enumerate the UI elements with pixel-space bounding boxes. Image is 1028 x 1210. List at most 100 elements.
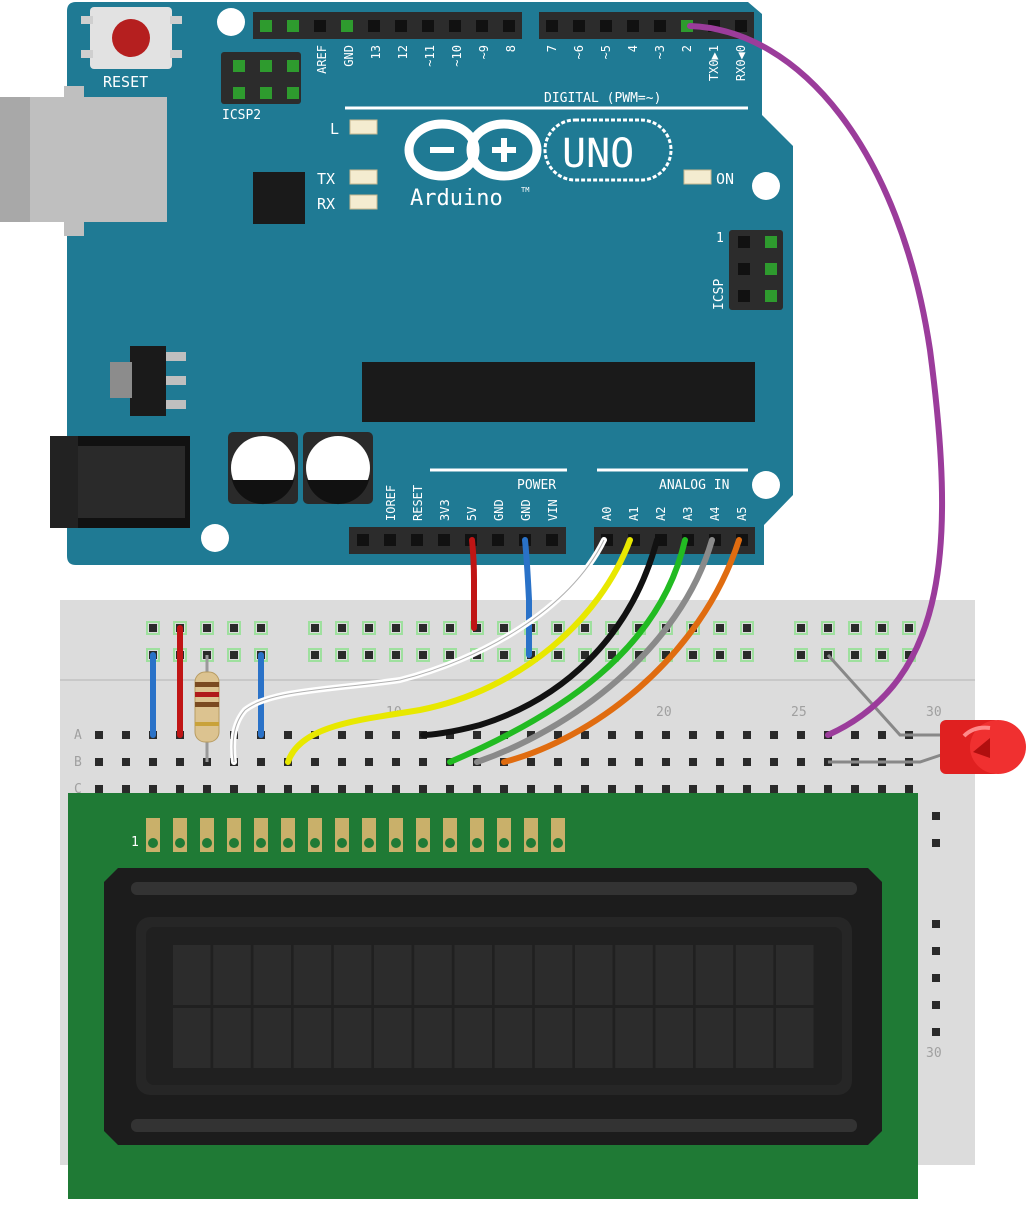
breadboard-hole [878, 785, 886, 793]
icsp-label: ICSP [712, 279, 727, 310]
wire-a3 [447, 537, 688, 765]
breadboard-hole [473, 731, 481, 739]
breadboard-hole [338, 624, 346, 632]
led-rx-indicator-icon [349, 194, 378, 210]
analog-pin-label: A2 [654, 507, 668, 521]
header-pin [422, 20, 434, 32]
breadboard-hole [419, 785, 427, 793]
usb-connector-icon [0, 86, 167, 236]
breadboard-hole [392, 785, 400, 793]
header-pin [573, 20, 585, 32]
breadboard-row-label-c: C [74, 782, 82, 797]
breadboard-hole-highlight [713, 621, 727, 635]
breadboard-hole [419, 758, 427, 766]
analog-pin-label: A4 [708, 507, 722, 521]
breadboard-hole [797, 624, 805, 632]
breadboard-hole-highlight [200, 621, 214, 635]
breadboard-hole [581, 758, 589, 766]
breadboard-hole [230, 624, 238, 632]
lcd-character-cell [494, 945, 533, 1005]
mount-hole-icon [217, 8, 245, 36]
header-pin [735, 20, 747, 32]
icsp2-label: ICSP2 [222, 108, 261, 123]
lcd-character-cell [695, 1008, 734, 1068]
icsp-pin1-label: 1 [716, 231, 724, 246]
board-trademark: TM [521, 186, 529, 194]
led-tx-label: TX [317, 170, 335, 188]
lcd-pin-hole [472, 838, 482, 848]
breadboard-hole [770, 785, 778, 793]
digital-pin-label: 2 [680, 45, 694, 52]
breadboard-hole-highlight [146, 621, 160, 635]
breadboard-hole-highlight [875, 621, 889, 635]
icsp-pin [765, 263, 777, 275]
header-pin [368, 20, 380, 32]
breadboard-hole-highlight [740, 648, 754, 662]
digital-pin-label: GND [342, 45, 356, 67]
header-pin [492, 534, 504, 546]
wires [150, 23, 1026, 774]
digital-pin-label: 12 [396, 45, 410, 59]
breadboard-hole [95, 785, 103, 793]
breadboard-hole-highlight [497, 648, 511, 662]
breadboard-hole [230, 651, 238, 659]
analog-pin-label: A1 [627, 507, 641, 521]
digital-label: DIGITAL (PWM=~) [544, 91, 661, 106]
breadboard-hole [608, 731, 616, 739]
breadboard-hole [662, 758, 670, 766]
breadboard-hole [851, 731, 859, 739]
breadboard-hole [338, 651, 346, 659]
breadboard-hole [932, 1001, 940, 1009]
digital-pin-label: 4 [626, 45, 640, 52]
header-pin [600, 20, 612, 32]
analog-header [594, 527, 755, 554]
breadboard-hole [554, 624, 562, 632]
breadboard-hole-highlight [821, 648, 835, 662]
reset-button[interactable] [81, 7, 182, 69]
breadboard-hole [365, 651, 373, 659]
breadboard-hole-highlight [848, 621, 862, 635]
icsp2-header [221, 52, 301, 104]
power-label: POWER [517, 478, 556, 493]
breadboard-hole-highlight [335, 621, 349, 635]
breadboard-hole [554, 758, 562, 766]
breadboard-hole [527, 785, 535, 793]
header-pin [395, 20, 407, 32]
lcd-pin1-label: 1 [131, 835, 139, 850]
mount-hole-icon [752, 471, 780, 499]
breadboard-hole-highlight [389, 621, 403, 635]
lcd-character-cell [735, 1008, 774, 1068]
breadboard-hole [122, 785, 130, 793]
digital-pin-label: RX0◀0 [734, 45, 748, 81]
breadboard-hole [176, 758, 184, 766]
analog-label: ANALOG IN [659, 478, 729, 493]
power-pin-label: IOREF [384, 485, 398, 521]
lcd-character-cell [213, 1008, 251, 1068]
breadboard-hole [716, 731, 724, 739]
lcd-character-grid [173, 945, 814, 1068]
breadboard-hole [770, 731, 778, 739]
power-pin-label: 3V3 [438, 499, 452, 521]
icsp2-pin [287, 60, 299, 72]
lcd-pin-hole [553, 838, 563, 848]
breadboard-hole [95, 758, 103, 766]
lcd-character-cell [615, 1008, 653, 1068]
digital-pin-label: ~11 [423, 45, 437, 67]
breadboard-hole [635, 731, 643, 739]
breadboard-hole [446, 651, 454, 659]
lcd-character-cell [333, 945, 372, 1005]
breadboard-hole [851, 785, 859, 793]
breadboard-hole [878, 624, 886, 632]
breadboard-hole [365, 758, 373, 766]
breadboard-hole [446, 785, 454, 793]
breadboard-hole [662, 731, 670, 739]
breadboard-hole [662, 651, 670, 659]
lcd-character-cell [374, 945, 412, 1005]
breadboard-hole [392, 624, 400, 632]
breadboard-hole [635, 651, 643, 659]
analog-pin-label: A0 [600, 507, 614, 521]
breadboard-hole [689, 731, 697, 739]
wire-a2 [420, 537, 660, 738]
breadboard-hole [392, 731, 400, 739]
voltage-regulator-icon [110, 346, 186, 416]
